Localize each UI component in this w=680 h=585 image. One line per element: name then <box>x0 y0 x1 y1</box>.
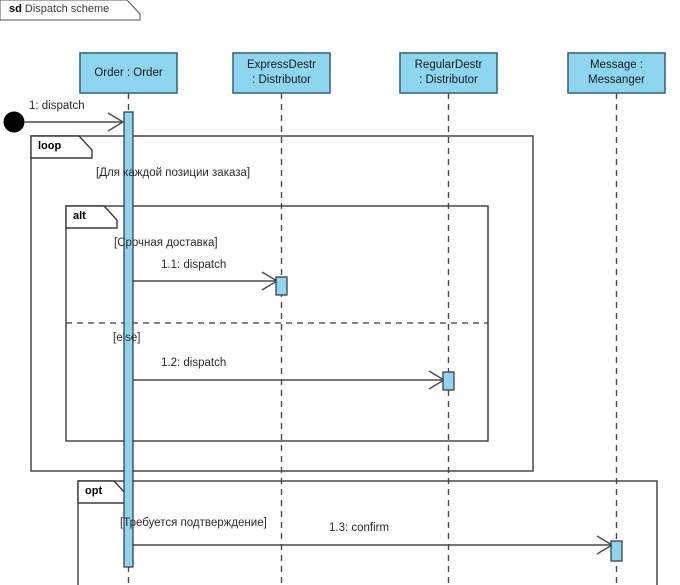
loop-operator-label: loop <box>38 140 62 152</box>
lifeline-head-regular-distributor[interactable] <box>399 52 498 94</box>
arrowhead-open-icon <box>107 112 125 132</box>
lifeline-label-order-line1: Order : Order <box>94 67 163 79</box>
lifeline-label-messanger-line1: Message : <box>589 59 644 71</box>
opt-fragment-frame[interactable] <box>77 480 658 585</box>
sd-frame-header <box>0 0 141 21</box>
activation-bar-regular-distributor[interactable] <box>442 371 455 391</box>
message-arrow-dispatch-express[interactable] <box>133 271 279 291</box>
alt-fragment-frame[interactable] <box>65 205 489 442</box>
lifeline-label-regular-line2: : Distributor <box>419 74 478 86</box>
lifeline-label-express-distributor: ExpressDestr : Distributor <box>233 58 330 88</box>
start-node-icon <box>3 111 25 133</box>
message-arrow-dispatch-initial[interactable] <box>24 112 125 132</box>
lifeline-heads <box>79 52 666 94</box>
alt-operator-label: alt <box>73 210 86 222</box>
loop-guard-label: [Для каждой позиции заказа] <box>96 167 251 179</box>
message-arrow-dispatch-regular[interactable] <box>133 370 446 390</box>
lifeline-label-express-line1: ExpressDestr <box>246 59 317 71</box>
message-label-confirm: 1.3: confirm <box>329 522 390 534</box>
diagram-frame-title: sd Dispatch scheme <box>9 4 109 15</box>
opt-operator-label: opt <box>85 485 103 497</box>
loop-operator-tab <box>30 135 93 159</box>
lifeline-label-order: Order : Order <box>80 66 177 81</box>
alt-else-guard-label: [else] <box>113 332 141 344</box>
alt-guard-label: [Срочная доставка] <box>114 237 218 249</box>
message-arrow-confirm[interactable] <box>133 535 614 555</box>
diagram-title-text: Dispatch scheme <box>24 3 110 15</box>
alt-operator-tab <box>65 205 118 229</box>
loop-fragment-frame[interactable] <box>30 135 534 472</box>
activation-bar-messanger[interactable] <box>610 540 623 562</box>
lifeline-head-order[interactable] <box>79 52 178 94</box>
message-label-dispatch-regular: 1.2: dispatch <box>161 357 227 369</box>
lifeline-head-express-distributor[interactable] <box>232 52 331 94</box>
activation-bar-order[interactable] <box>123 111 134 568</box>
lifeline-label-messanger: Message : Messanger <box>568 58 665 88</box>
opt-guard-label: [Требуется подтверждение] <box>120 517 267 529</box>
lifeline-label-messanger-line2: Messanger <box>588 74 645 86</box>
message-label-dispatch-initial: 1: dispatch <box>29 100 85 112</box>
lifeline-label-express-line2: : Distributor <box>252 74 311 86</box>
diagram-kind-keyword: sd <box>9 3 22 15</box>
lifeline-label-regular-line1: RegularDestr <box>414 59 483 71</box>
lifeline-label-regular-distributor: RegularDestr : Distributor <box>400 58 497 88</box>
activation-bar-express-distributor[interactable] <box>275 276 288 296</box>
message-label-dispatch-express: 1.1: dispatch <box>161 259 227 271</box>
lifeline-head-messanger[interactable] <box>567 52 666 94</box>
